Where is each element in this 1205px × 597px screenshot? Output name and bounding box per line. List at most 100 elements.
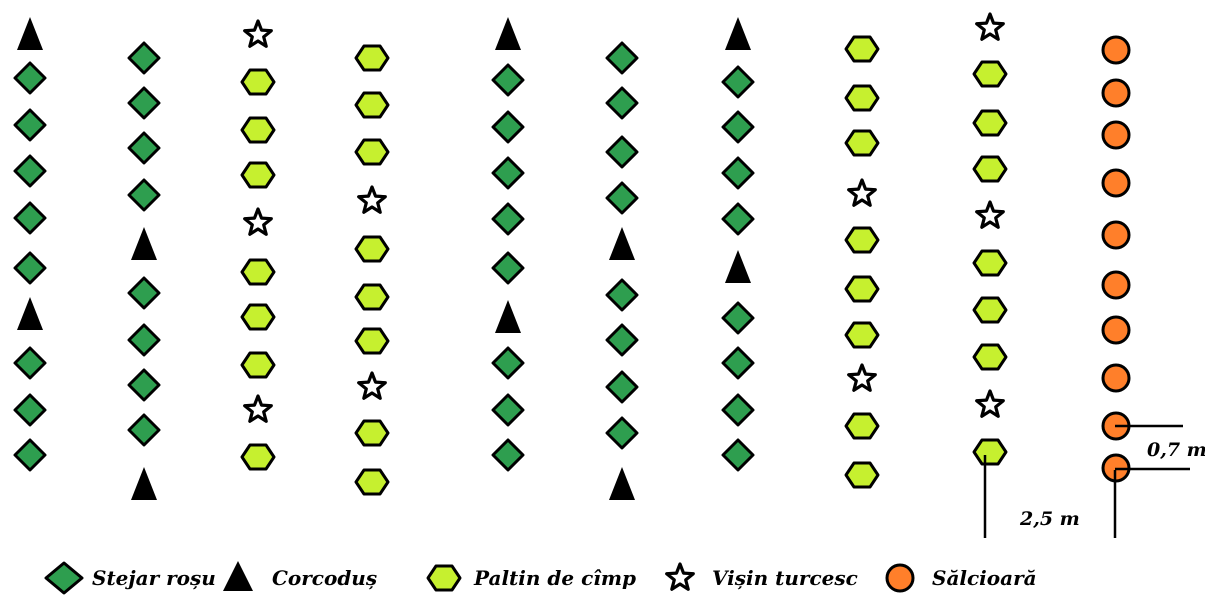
legend-hexagon-icon bbox=[426, 564, 462, 592]
diamond-plant-icon bbox=[13, 108, 47, 142]
circle-plant-icon bbox=[1101, 120, 1131, 150]
diamond-plant-icon bbox=[491, 251, 525, 285]
plant-row-8 bbox=[844, 35, 880, 489]
star-plant-icon bbox=[243, 19, 273, 48]
diamond-plant-icon bbox=[721, 346, 755, 380]
star-plant-icon bbox=[847, 363, 877, 392]
diamond-plant-icon bbox=[13, 438, 47, 472]
star-plant-icon bbox=[243, 394, 273, 423]
diamond-plant-icon bbox=[605, 181, 639, 215]
legend-item-2: Corcoduș bbox=[223, 561, 377, 591]
hexagon-plant-icon bbox=[972, 343, 1008, 371]
star-plant-icon bbox=[357, 185, 387, 214]
plant-row-2 bbox=[127, 41, 161, 500]
hexagon-plant-icon bbox=[844, 461, 880, 489]
circle-plant-icon bbox=[1101, 363, 1131, 393]
hexagon-plant-icon bbox=[240, 68, 276, 96]
hexagon-plant-icon bbox=[972, 438, 1008, 466]
diamond-plant-icon bbox=[127, 413, 161, 447]
circle-plant-icon bbox=[1101, 220, 1131, 250]
triangle-plant-icon bbox=[495, 300, 521, 333]
hexagon-plant-icon bbox=[844, 35, 880, 63]
star-plant-icon bbox=[243, 207, 273, 236]
diamond-plant-icon bbox=[491, 202, 525, 236]
hexagon-plant-icon bbox=[240, 258, 276, 286]
hexagon-plant-icon bbox=[844, 412, 880, 440]
hexagon-plant-icon bbox=[972, 60, 1008, 88]
diamond-plant-icon bbox=[721, 202, 755, 236]
diamond-plant-icon bbox=[605, 416, 639, 450]
diamond-plant-icon bbox=[127, 131, 161, 165]
diamond-plant-icon bbox=[721, 438, 755, 472]
diamond-plant-icon bbox=[127, 368, 161, 402]
triangle-plant-icon bbox=[495, 17, 521, 50]
diamond-plant-icon bbox=[127, 86, 161, 120]
hexagon-plant-icon bbox=[844, 321, 880, 349]
triangle-plant-icon bbox=[609, 467, 635, 500]
row-spacing-label: 2,5 m bbox=[1019, 508, 1080, 530]
plant-spacing-label: 0,7 m bbox=[1147, 439, 1205, 461]
legend-item-4: Vișin turcesc bbox=[665, 562, 858, 591]
hexagon-plant-icon bbox=[354, 419, 390, 447]
hexagon-plant-icon bbox=[844, 84, 880, 112]
hexagon-plant-icon bbox=[240, 443, 276, 471]
diamond-plant-icon bbox=[13, 154, 47, 188]
plant-row-10 bbox=[1101, 35, 1131, 483]
legend-label: Sălcioară bbox=[932, 566, 1037, 590]
triangle-plant-icon bbox=[17, 297, 43, 330]
hexagon-plant-icon bbox=[240, 351, 276, 379]
diamond-plant-icon bbox=[605, 86, 639, 120]
hexagon-plant-icon bbox=[844, 226, 880, 254]
diamond-plant-icon bbox=[605, 323, 639, 357]
legend-circle-icon bbox=[885, 563, 915, 593]
plant-row-5 bbox=[491, 17, 525, 472]
diamond-plant-icon bbox=[491, 110, 525, 144]
plant-row-9 bbox=[972, 12, 1008, 466]
diamond-plant-icon bbox=[491, 346, 525, 380]
circle-plant-icon bbox=[1101, 270, 1131, 300]
diamond-plant-icon bbox=[605, 370, 639, 404]
circle-plant-icon bbox=[1101, 168, 1131, 198]
diamond-plant-icon bbox=[721, 156, 755, 190]
hexagon-plant-icon bbox=[354, 468, 390, 496]
hexagon-plant-icon bbox=[972, 296, 1008, 324]
diamond-plant-icon bbox=[605, 135, 639, 169]
diamond-plant-icon bbox=[127, 323, 161, 357]
triangle-plant-icon bbox=[131, 227, 157, 260]
hexagon-plant-icon bbox=[354, 235, 390, 263]
star-plant-icon bbox=[975, 12, 1005, 41]
star-plant-icon bbox=[975, 389, 1005, 418]
diamond-plant-icon bbox=[127, 178, 161, 212]
circle-plant-icon bbox=[1101, 35, 1131, 65]
star-plant-icon bbox=[357, 371, 387, 400]
hexagon-plant-icon bbox=[972, 155, 1008, 183]
hexagon-plant-icon bbox=[354, 44, 390, 72]
legend-label: Stejar roșu bbox=[92, 566, 216, 590]
row-spacing-dimension: 2,5 m bbox=[983, 455, 1117, 538]
hexagon-plant-icon bbox=[844, 275, 880, 303]
hexagon-plant-icon bbox=[354, 91, 390, 119]
diamond-plant-icon bbox=[491, 156, 525, 190]
plant-rows bbox=[13, 12, 1131, 500]
plant-row-1 bbox=[13, 17, 47, 472]
triangle-plant-icon bbox=[17, 17, 43, 50]
hexagon-plant-icon bbox=[844, 129, 880, 157]
plant-spacing-dimension: 0,7 m bbox=[1115, 424, 1205, 471]
legend-star-icon bbox=[665, 562, 695, 591]
hexagon-plant-icon bbox=[972, 109, 1008, 137]
legend-label: Corcoduș bbox=[272, 566, 377, 590]
diamond-plant-icon bbox=[127, 276, 161, 310]
star-plant-icon bbox=[975, 200, 1005, 229]
diamond-plant-icon bbox=[13, 201, 47, 235]
legend-label: Vișin turcesc bbox=[712, 566, 858, 590]
hexagon-plant-icon bbox=[240, 116, 276, 144]
diamond-plant-icon bbox=[127, 41, 161, 75]
diamond-plant-icon bbox=[721, 65, 755, 99]
star-plant-icon bbox=[847, 178, 877, 207]
diamond-plant-icon bbox=[13, 61, 47, 95]
legend-item-5: Sălcioară bbox=[885, 563, 1037, 593]
circle-plant-icon bbox=[1101, 315, 1131, 345]
plant-row-3 bbox=[240, 19, 276, 471]
